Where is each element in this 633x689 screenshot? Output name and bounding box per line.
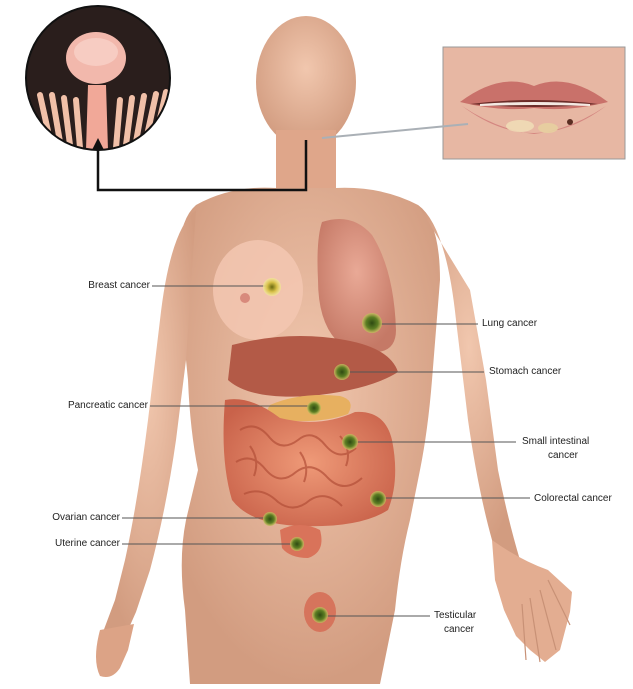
tumor-colorectal xyxy=(370,491,386,507)
label-stomach-cancer: Stomach cancer xyxy=(489,366,561,378)
label-colorectal-cancer: Colorectal cancer xyxy=(534,493,612,505)
tumor-stomach xyxy=(334,364,350,380)
connector-line xyxy=(98,140,306,190)
tumor-ovarian xyxy=(263,512,277,526)
left-arm xyxy=(100,210,196,648)
tumor-testicular xyxy=(312,607,328,623)
right-hand xyxy=(492,540,572,662)
breast xyxy=(213,240,303,340)
label-breast-cancer: Breast cancer xyxy=(64,280,150,292)
tumor-small-intestinal xyxy=(342,434,358,450)
label-small-intestinal-line2: cancer xyxy=(548,450,578,462)
tumor-breast xyxy=(263,278,281,296)
tumor-lung xyxy=(362,313,382,333)
head xyxy=(256,16,356,148)
label-uterine-cancer: Uterine cancer xyxy=(8,538,120,550)
label-small-intestinal-line1: Small intestinal xyxy=(522,436,589,448)
label-testicular-line2: cancer xyxy=(444,624,474,636)
tumor-uterine xyxy=(290,537,304,551)
tumor-pancreatic xyxy=(307,401,321,415)
label-lung-cancer: Lung cancer xyxy=(482,318,537,330)
lip-inset xyxy=(443,47,625,159)
label-ovarian-cancer: Ovarian cancer xyxy=(8,512,120,524)
left-hand xyxy=(96,624,134,677)
label-pancreatic-cancer: Pancreatic cancer xyxy=(14,400,148,412)
label-testicular-line1: Testicular xyxy=(434,610,476,622)
papilla-inset xyxy=(20,6,180,156)
